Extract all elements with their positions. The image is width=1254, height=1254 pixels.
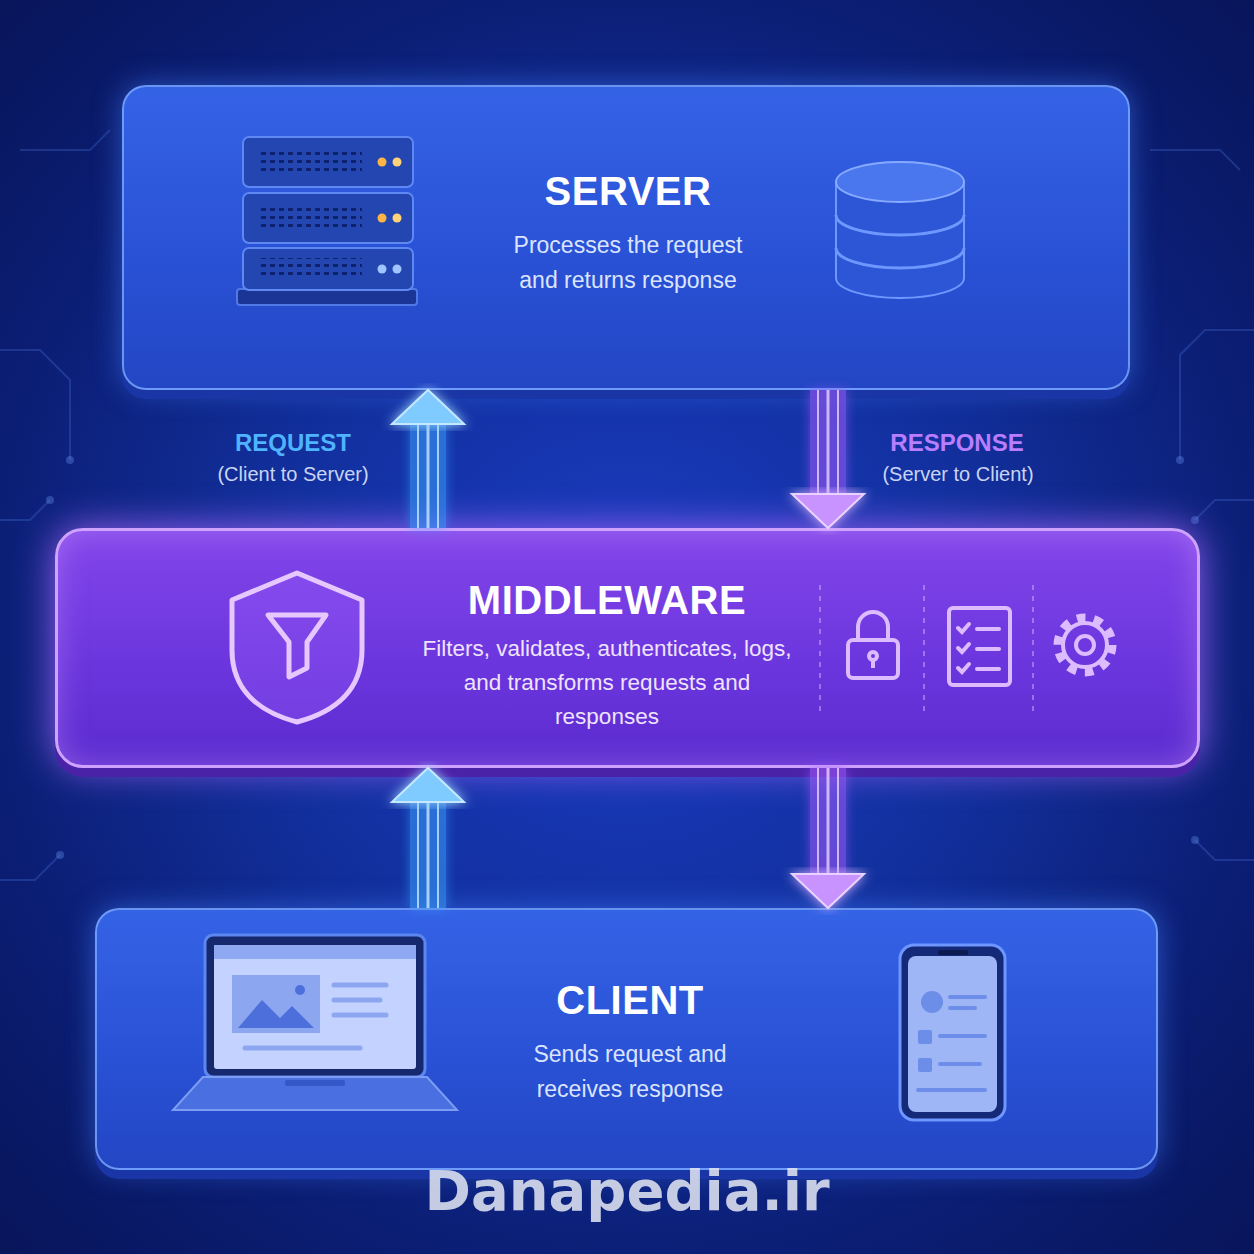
arrow-stripe bbox=[817, 768, 819, 876]
arrow-shaft bbox=[810, 768, 846, 876]
circuit-lines-part bbox=[1180, 330, 1254, 460]
direction-note: (Server to Client) bbox=[808, 461, 1108, 487]
arrow-stripe bbox=[417, 422, 419, 528]
circuit-lines-part bbox=[0, 855, 60, 880]
arrow-stripe bbox=[817, 390, 819, 496]
circuit-dots-part bbox=[1191, 516, 1199, 524]
band-description: Processes the request and returns respon… bbox=[493, 228, 763, 298]
circuit-dots-part bbox=[46, 496, 54, 504]
circuit-lines-part bbox=[0, 500, 50, 520]
client-band: CLIENT Sends request and receives respons… bbox=[95, 908, 1158, 1170]
circuit-lines-part bbox=[1195, 500, 1254, 520]
flow-label: RESPONSE bbox=[807, 428, 1107, 458]
direction-note: (Client to Server) bbox=[143, 461, 443, 487]
arrow-head bbox=[792, 874, 864, 908]
server-band: SERVER Processes the request and returns … bbox=[122, 85, 1130, 390]
circuit-lines-part bbox=[1150, 150, 1240, 170]
arrow-stripe bbox=[437, 422, 439, 528]
circuit-dots-part bbox=[1176, 456, 1184, 464]
circuit-dots-part bbox=[66, 456, 74, 464]
arrow-shaft bbox=[410, 422, 446, 528]
arrow-stripe bbox=[437, 800, 439, 908]
circuit-dots bbox=[46, 456, 1199, 859]
band-title: SERVER bbox=[428, 167, 828, 215]
band-title: MIDDLEWARE bbox=[397, 576, 817, 624]
arrow-head bbox=[792, 494, 864, 528]
watermark: Danapedia.ir bbox=[277, 1158, 977, 1224]
arrow-shaft bbox=[810, 390, 846, 496]
circuit-lines-part bbox=[20, 130, 110, 150]
arrow-stripe bbox=[417, 800, 419, 908]
arrow-stripe bbox=[827, 390, 830, 496]
circuit-dots-part bbox=[1191, 836, 1199, 844]
flow-arrow bbox=[392, 768, 464, 908]
flow-label: REQUEST bbox=[143, 428, 443, 458]
arrow-shaft bbox=[410, 800, 446, 908]
circuit-lines-part bbox=[1195, 840, 1254, 860]
band-description: Sends request and receives response bbox=[510, 1037, 750, 1107]
arrow-stripe bbox=[837, 390, 839, 496]
arrow-stripe bbox=[827, 768, 830, 876]
arrow-head bbox=[392, 390, 464, 424]
circuit-lines-part bbox=[0, 350, 70, 460]
arrow-stripe bbox=[427, 422, 430, 528]
band-description: Filters, validates, authenticates, logs,… bbox=[415, 632, 800, 734]
middleware-band: MIDDLEWARE Filters, validates, authentica… bbox=[55, 528, 1200, 768]
flow-arrow bbox=[392, 390, 464, 528]
flow-arrow bbox=[792, 390, 864, 528]
flow-arrow bbox=[792, 768, 864, 908]
arrow-head bbox=[392, 768, 464, 802]
circuit-dots-part bbox=[56, 851, 64, 859]
arrow-stripe bbox=[837, 768, 839, 876]
arrow-stripe bbox=[427, 800, 430, 908]
band-title: CLIENT bbox=[430, 976, 830, 1024]
